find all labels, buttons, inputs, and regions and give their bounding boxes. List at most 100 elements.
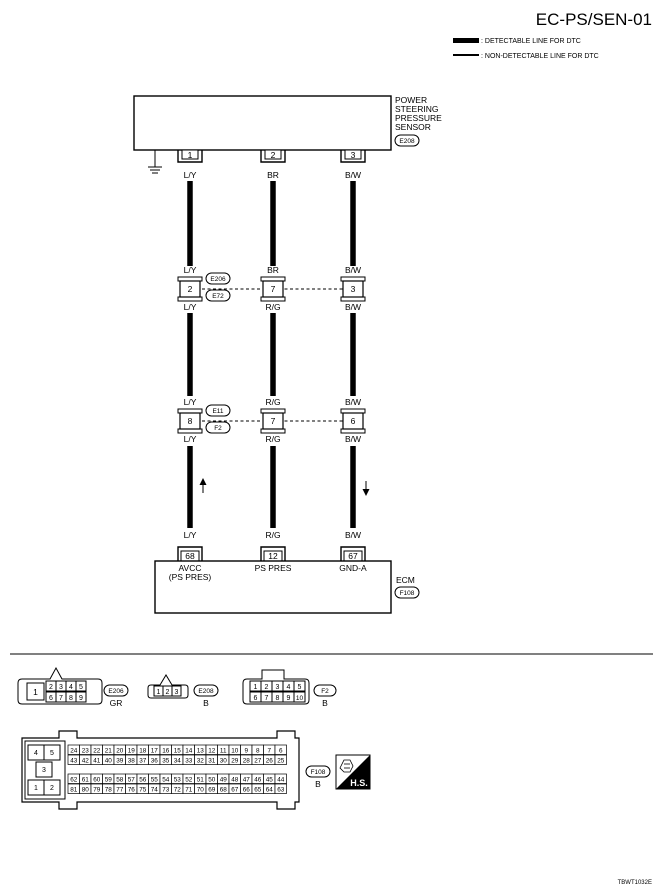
f108-pin-label: 59 (105, 776, 113, 783)
f108-pin-label: 64 (266, 786, 274, 793)
f108-pin-label: 79 (93, 786, 101, 793)
hs-badge-icon: H.S. (335, 754, 371, 790)
f108-pin-label: 10 (231, 747, 239, 754)
svg-text:7: 7 (271, 416, 276, 426)
svg-text:3: 3 (42, 767, 46, 774)
connector-view-e206: 1 2 3 4 5 6 7 8 9 E206 GR (17, 666, 129, 708)
joint1-pin-1: 2 (177, 276, 203, 302)
f108-pin-label: 51 (197, 776, 205, 783)
ecm-signal-label: GND-A (339, 563, 367, 573)
f108-pin-label: 71 (185, 786, 193, 793)
joint1-connector-bottom-badge (205, 289, 231, 302)
svg-text:7: 7 (271, 284, 276, 294)
f108-pin-label: 57 (128, 776, 136, 783)
wire-color-label: R/G (265, 397, 280, 407)
svg-text:5: 5 (298, 684, 302, 691)
svg-text:1: 1 (33, 687, 38, 697)
svg-text:6: 6 (49, 695, 53, 702)
f108-pin-label: 9 (244, 747, 248, 754)
wire-color-label: R/G (265, 302, 280, 312)
joint2-pin-3: 6 (340, 408, 366, 434)
f108-pin-label: 22 (93, 747, 101, 754)
svg-text:8: 8 (276, 695, 280, 702)
sensor-pin-1: 1 (177, 149, 203, 163)
svg-text:5: 5 (79, 684, 83, 691)
joint2-connector-top-id: E11 (212, 408, 223, 415)
f108-pin-label: 69 (208, 786, 216, 793)
svg-text:3: 3 (276, 684, 280, 691)
ecm-signal-sublabel: (PS PRES) (169, 572, 212, 582)
sensor-name: POWER STEERING PRESSURE SENSOR (395, 95, 442, 132)
wire-color-label: B/W (345, 397, 361, 407)
ecm-connector-badge (394, 586, 420, 599)
joint1-pin-3: 3 (340, 276, 366, 302)
wire-color-label: L/Y (184, 302, 197, 312)
f108-pin-label: 55 (151, 776, 159, 783)
f108-pin-label: 15 (174, 747, 182, 754)
f108-pin-label: 12 (208, 747, 216, 754)
wire-color-label: L/Y (184, 265, 197, 275)
f108-pin-label: 26 (266, 757, 274, 764)
svg-text:6: 6 (351, 416, 356, 426)
hs-badge-text: H.S. (350, 778, 368, 788)
svg-text:1: 1 (157, 689, 161, 696)
f108-pin-label: 76 (128, 786, 136, 793)
f108-pin-label: 67 (231, 786, 239, 793)
f108-pin-label: 36 (151, 757, 159, 764)
joint1-connector-top-id: E206 (210, 276, 226, 283)
f108-pin-label: 77 (116, 786, 124, 793)
f108-pin-label: 34 (174, 757, 182, 764)
svg-text:4: 4 (34, 750, 38, 757)
f108-pin-label: 11 (220, 747, 227, 754)
f108-pin-cell (274, 754, 287, 765)
f108-pin-label: 33 (185, 757, 193, 764)
joint2-connector-bottom-id: F2 (214, 425, 222, 432)
connector-view-e206-id: E206 (108, 688, 124, 695)
svg-text:3: 3 (175, 689, 179, 696)
connector-view-e208: 1 2 3 E208 B (147, 674, 219, 708)
f108-pin-label: 21 (105, 747, 113, 754)
sensor-connector-id: E208 (399, 138, 415, 145)
svg-text:4: 4 (69, 684, 73, 691)
legend-non-detectable-swatch (453, 54, 479, 56)
f108-pin-label: 41 (93, 757, 101, 764)
ecm-pin-68: 68 (177, 546, 203, 562)
svg-text:2: 2 (166, 689, 170, 696)
wire-color-label: L/Y (184, 397, 197, 407)
f108-pin-label: 56 (139, 776, 147, 783)
wire-color-label: B/W (345, 265, 361, 275)
f108-pin-label: 31 (208, 757, 216, 764)
svg-text:1: 1 (254, 684, 258, 691)
f108-pin-label: 66 (243, 786, 251, 793)
ecm-signal-label: AVCC (179, 563, 202, 573)
svg-text:5: 5 (50, 750, 54, 757)
wire-color-label: L/Y (184, 530, 197, 540)
f108-pin-label: 40 (105, 757, 113, 764)
f108-pin-label: 54 (162, 776, 170, 783)
f108-pin-label: 47 (243, 776, 251, 783)
sensor-name-line-1: POWER (395, 95, 427, 105)
ecm-connector-id: F108 (400, 590, 415, 597)
ground-icon (148, 150, 162, 174)
svg-text:2: 2 (49, 684, 53, 691)
f108-pin-label: 78 (105, 786, 113, 793)
legend-detectable-swatch (453, 38, 479, 43)
f108-pin-label: 61 (82, 776, 90, 783)
f108-pin-label: 50 (208, 776, 216, 783)
svg-text:7: 7 (59, 695, 63, 702)
ecm-signal-label: PS PRES (255, 563, 292, 573)
f108-pin-label: 8 (256, 747, 260, 754)
f108-pin-label: 58 (116, 776, 124, 783)
f108-pin-label: 68 (220, 786, 228, 793)
f108-pin-label: 52 (185, 776, 193, 783)
svg-text:2: 2 (265, 684, 269, 691)
joint2-pin-2: 7 (260, 408, 286, 434)
f108-pin-label: 65 (254, 786, 262, 793)
f108-pin-label: 27 (254, 757, 262, 764)
connector-view-f2-id: F2 (321, 688, 329, 695)
svg-text:6: 6 (254, 695, 258, 702)
f108-pin-label: 25 (277, 757, 285, 764)
wire-color-label: B/W (345, 530, 361, 540)
